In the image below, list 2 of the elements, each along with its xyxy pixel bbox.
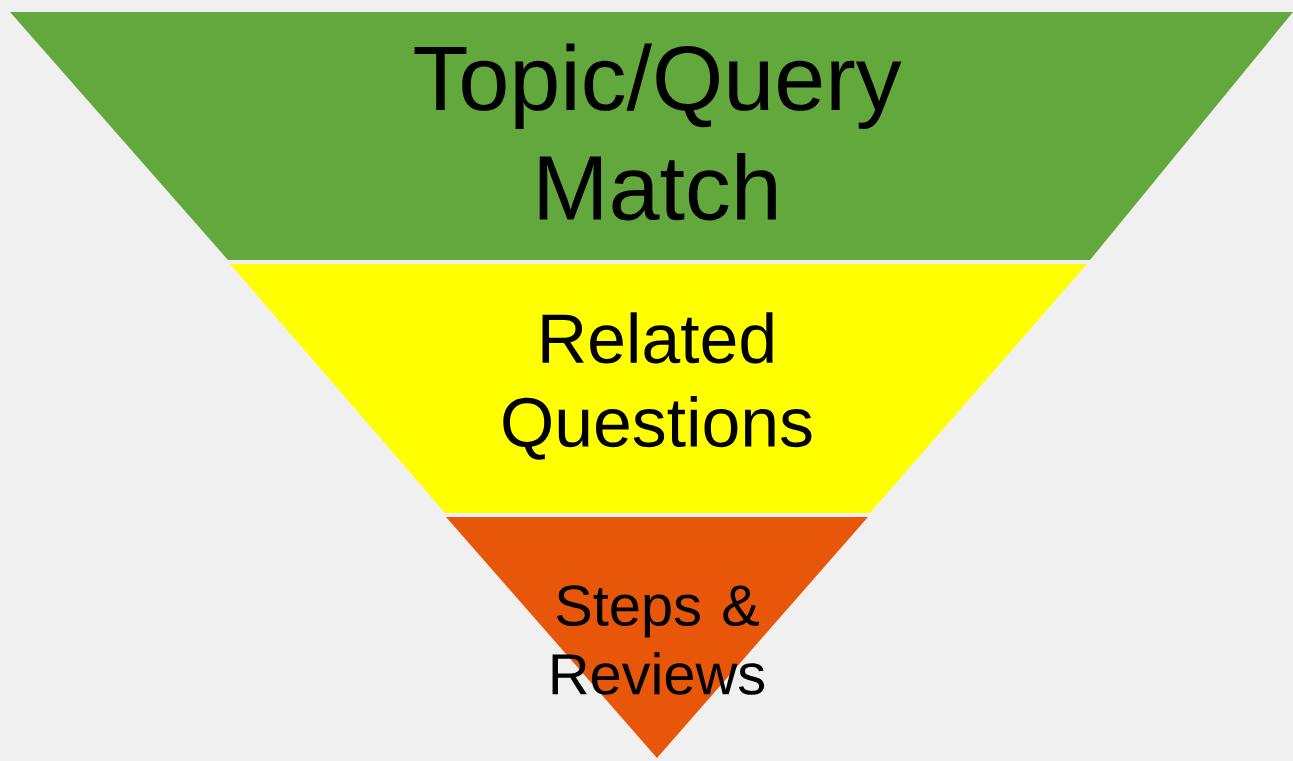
funnel-band: Topic/Query Match (10, 12, 1293, 260)
funnel-band: Related Questions (230, 264, 1087, 513)
